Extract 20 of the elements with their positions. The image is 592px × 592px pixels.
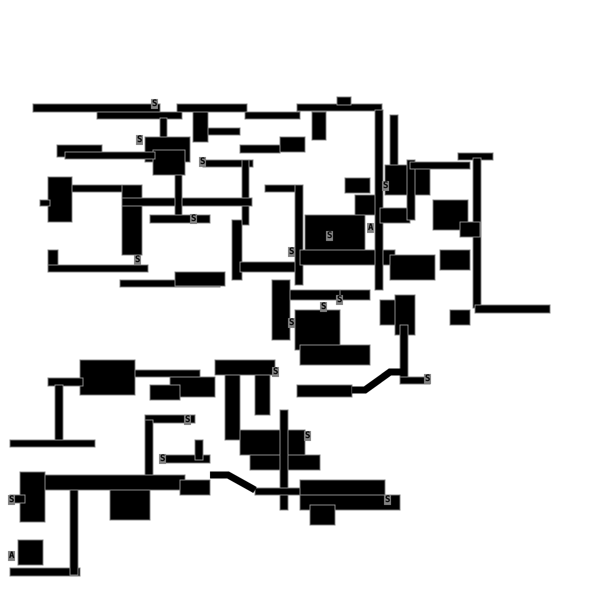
map-marker-letter: S [326, 231, 334, 241]
map-marker-letter: S [336, 295, 344, 305]
map-marker-letter: A [8, 551, 16, 561]
map-marker-letter: S [190, 214, 198, 224]
map-marker-letter: S [272, 367, 280, 377]
map-marker-letter: S [134, 255, 142, 265]
map-marker-letter: S [382, 181, 390, 191]
map-marker-letter: S [8, 495, 16, 505]
map-marker-letter: S [288, 318, 296, 328]
map-marker-letter: S [199, 157, 206, 167]
map-marker-letter: S [424, 374, 432, 384]
map-marker-letter: S [184, 415, 192, 425]
map-marker-letter: S [304, 431, 312, 441]
map-marker-letter: S [136, 135, 144, 145]
map-marker-letter: A [367, 223, 374, 233]
map-marker-letter: S [151, 99, 158, 109]
map-marker-letter: S [159, 454, 166, 464]
map-marker-letter: S [320, 302, 328, 312]
map-marker-letter: S [288, 247, 296, 257]
map-marker-letter: S [384, 495, 392, 505]
